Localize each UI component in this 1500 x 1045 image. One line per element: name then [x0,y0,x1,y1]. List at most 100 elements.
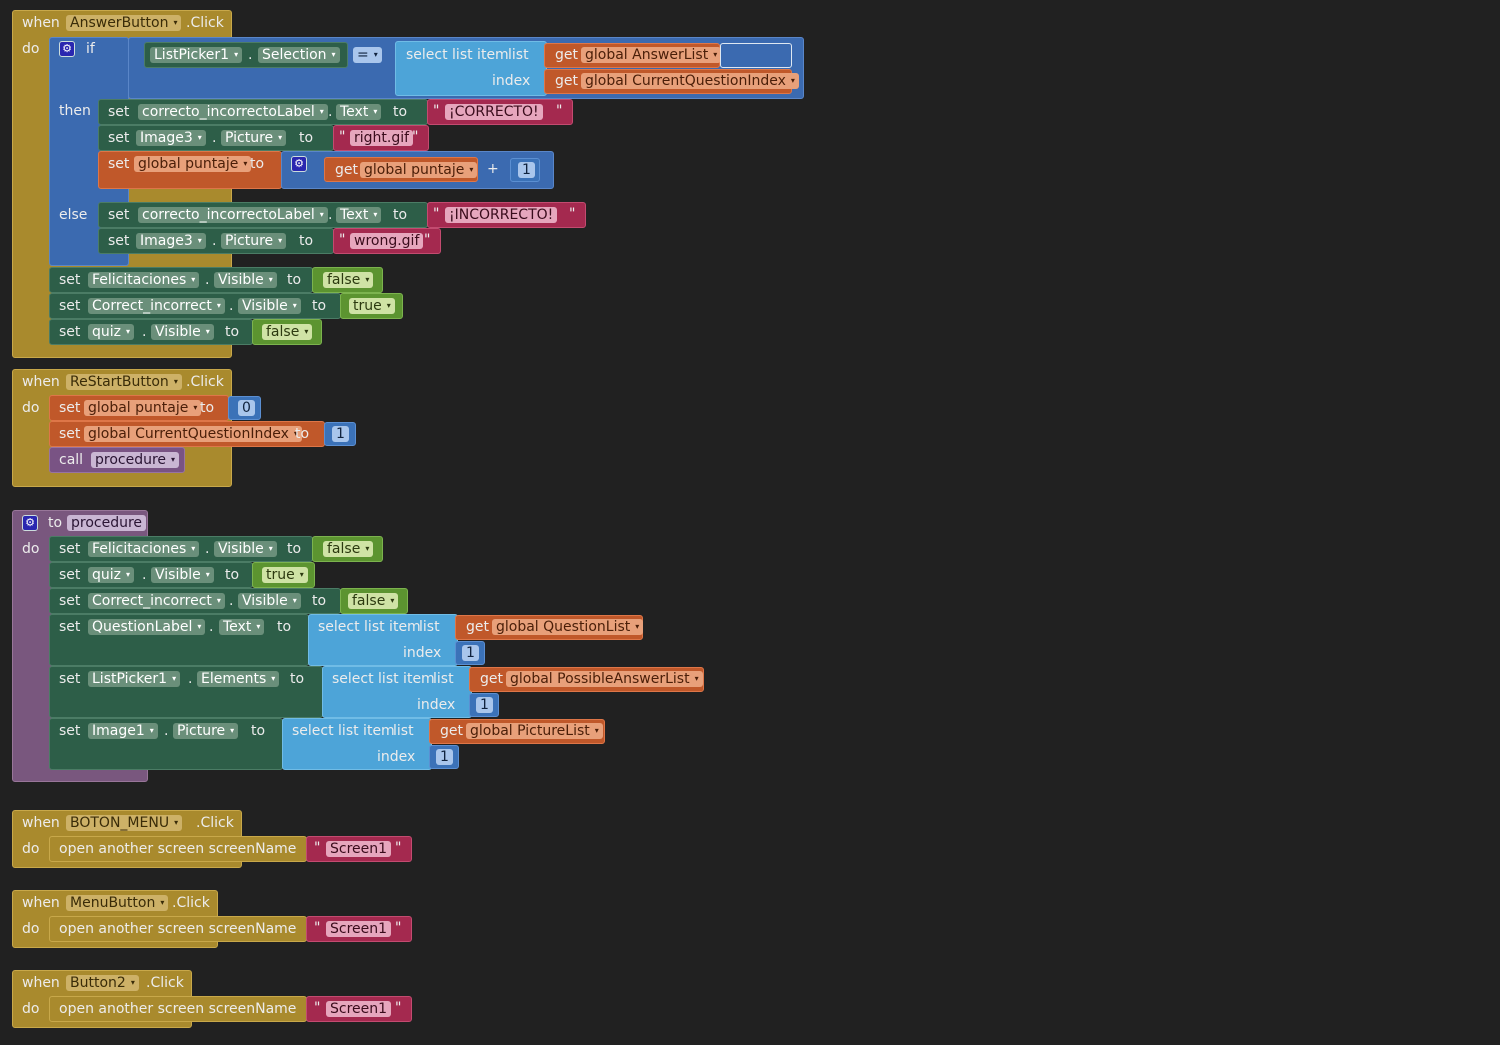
text-value-field[interactable]: ¡CORRECTO! [445,104,543,120]
variable-dropdown[interactable]: global PossibleAnswerList▾ [506,671,703,687]
select-list-item-label: select list item [332,671,435,687]
select-list-item-block[interactable] [282,718,432,770]
variable-dropdown[interactable]: global PictureList▾ [466,723,603,739]
quote-right: " [556,103,563,119]
property-dropdown[interactable]: Visible▾ [151,324,214,340]
quote-right: " [569,206,576,222]
variable-dropdown[interactable]: global CurrentQuestionIndex▾ [84,426,302,442]
component-dropdown[interactable]: correcto_incorrectoLabel▾ [138,104,328,120]
do-label: do [22,400,40,416]
text-value-field[interactable]: Screen1 [326,1001,392,1017]
quote-left: " [339,129,346,145]
component-dropdown[interactable]: correcto_incorrectoLabel▾ [138,207,328,223]
text-value-field[interactable]: Screen1 [326,921,392,937]
open-another-screen-block[interactable] [49,996,307,1022]
mutator-gear-icon[interactable]: ⚙ [59,41,75,57]
component-dropdown[interactable]: Felicitaciones▾ [88,272,200,288]
component-dropdown-listpicker1[interactable]: ListPicker1▾ [150,47,243,63]
property-dropdown[interactable]: Elements▾ [197,671,280,687]
set-label: set [108,207,130,223]
text-block[interactable] [306,836,412,862]
mutator-gear-icon[interactable]: ⚙ [291,156,307,172]
compare-operator-dropdown[interactable]: =▾ [353,47,382,63]
number-field[interactable]: 1 [436,749,453,765]
boolean-dropdown[interactable]: false▾ [323,272,374,288]
open-another-screen-block[interactable] [49,916,307,942]
index-label: index [403,645,442,661]
component-dropdown-boton-menu[interactable]: BOTON_MENU▾ [66,815,183,831]
select-list-item-block[interactable] [308,614,458,666]
to-label: to [225,324,240,340]
component-dropdown[interactable]: quiz▾ [88,567,135,583]
component-dropdown[interactable]: Image3▾ [136,233,206,249]
open-another-screen-label: open another screen screenName [59,1001,297,1017]
do-label: do [22,1001,40,1017]
component-dropdown[interactable]: Image1▾ [88,723,158,739]
select-list-item-block[interactable] [395,41,547,96]
number-field[interactable]: 1 [462,645,479,661]
component-dropdown[interactable]: Felicitaciones▾ [88,541,200,557]
variable-dropdown-currentquestionindex[interactable]: global CurrentQuestionIndex▾ [581,73,799,89]
property-dropdown[interactable]: Visible▾ [238,593,301,609]
to-label: to [225,567,240,583]
component-dropdown-button2[interactable]: Button2▾ [66,975,139,991]
empty-socket-outline [720,43,792,68]
property-dropdown-selection[interactable]: Selection▾ [258,47,340,63]
boolean-dropdown[interactable]: false▾ [348,593,399,609]
component-dropdown-answerbutton[interactable]: AnswerButton▾ [66,15,182,31]
text-value-field[interactable]: right.gif [350,130,414,146]
number-field[interactable]: 1 [332,426,349,442]
property-dropdown[interactable]: Text▾ [219,619,265,635]
get-label: get [480,671,503,687]
boolean-dropdown[interactable]: true▾ [349,298,395,314]
select-list-item-label: select list item [292,723,395,739]
component-dropdown[interactable]: Image3▾ [136,130,206,146]
dot-label: . [248,47,253,63]
property-dropdown[interactable]: Picture▾ [173,723,239,739]
variable-dropdown[interactable]: global QuestionList▾ [492,619,644,635]
mutator-gear-icon[interactable]: ⚙ [22,515,38,531]
to-label: to [295,426,310,442]
variable-dropdown-answerlist[interactable]: global AnswerList▾ [581,47,722,63]
component-dropdown-menubutton[interactable]: MenuButton▾ [66,895,169,911]
boolean-dropdown[interactable]: true▾ [262,567,308,583]
procedure-dropdown[interactable]: procedure▾ [91,452,180,468]
component-dropdown[interactable]: Correct_incorrect▾ [88,298,225,314]
number-field[interactable]: 1 [476,697,493,713]
procedure-name-field[interactable]: procedure [67,515,147,531]
property-dropdown[interactable]: Picture▾ [221,130,287,146]
component-dropdown[interactable]: QuestionLabel▾ [88,619,206,635]
property-dropdown[interactable]: Visible▾ [214,541,277,557]
variable-dropdown[interactable]: global puntaje▾ [84,400,202,416]
property-dropdown[interactable]: Visible▾ [151,567,214,583]
quote-right: " [395,920,402,936]
property-dropdown[interactable]: Visible▾ [238,298,301,314]
if-label: if [86,41,95,57]
to-label: to [290,671,305,687]
when-label: when [22,895,60,911]
quote-left: " [314,1000,321,1016]
list-label: list [419,619,440,635]
component-dropdown[interactable]: Correct_incorrect▾ [88,593,225,609]
property-dropdown[interactable]: Text▾ [336,104,382,120]
to-label: to [299,233,314,249]
select-list-item-block[interactable] [322,666,472,718]
click-label: .Click [146,975,184,991]
property-dropdown[interactable]: Visible▾ [214,272,277,288]
component-dropdown[interactable]: ListPicker1▾ [88,671,181,687]
number-field[interactable]: 1 [518,162,535,178]
boolean-dropdown[interactable]: false▾ [262,324,313,340]
text-value-field[interactable]: wrong.gif [350,233,424,249]
variable-dropdown[interactable]: global puntaje▾ [134,156,252,172]
quote-left: " [339,232,346,248]
when-label: when [22,975,60,991]
text-value-field[interactable]: Screen1 [326,841,392,857]
property-dropdown[interactable]: Text▾ [336,207,382,223]
component-dropdown[interactable]: quiz▾ [88,324,135,340]
property-dropdown[interactable]: Picture▾ [221,233,287,249]
number-field[interactable]: 0 [238,400,255,416]
text-value-field[interactable]: ¡INCORRECTO! [445,207,558,223]
variable-dropdown[interactable]: global puntaje▾ [360,162,478,178]
component-dropdown-restartbutton[interactable]: ReStartButton▾ [66,374,182,390]
boolean-dropdown[interactable]: false▾ [323,541,374,557]
